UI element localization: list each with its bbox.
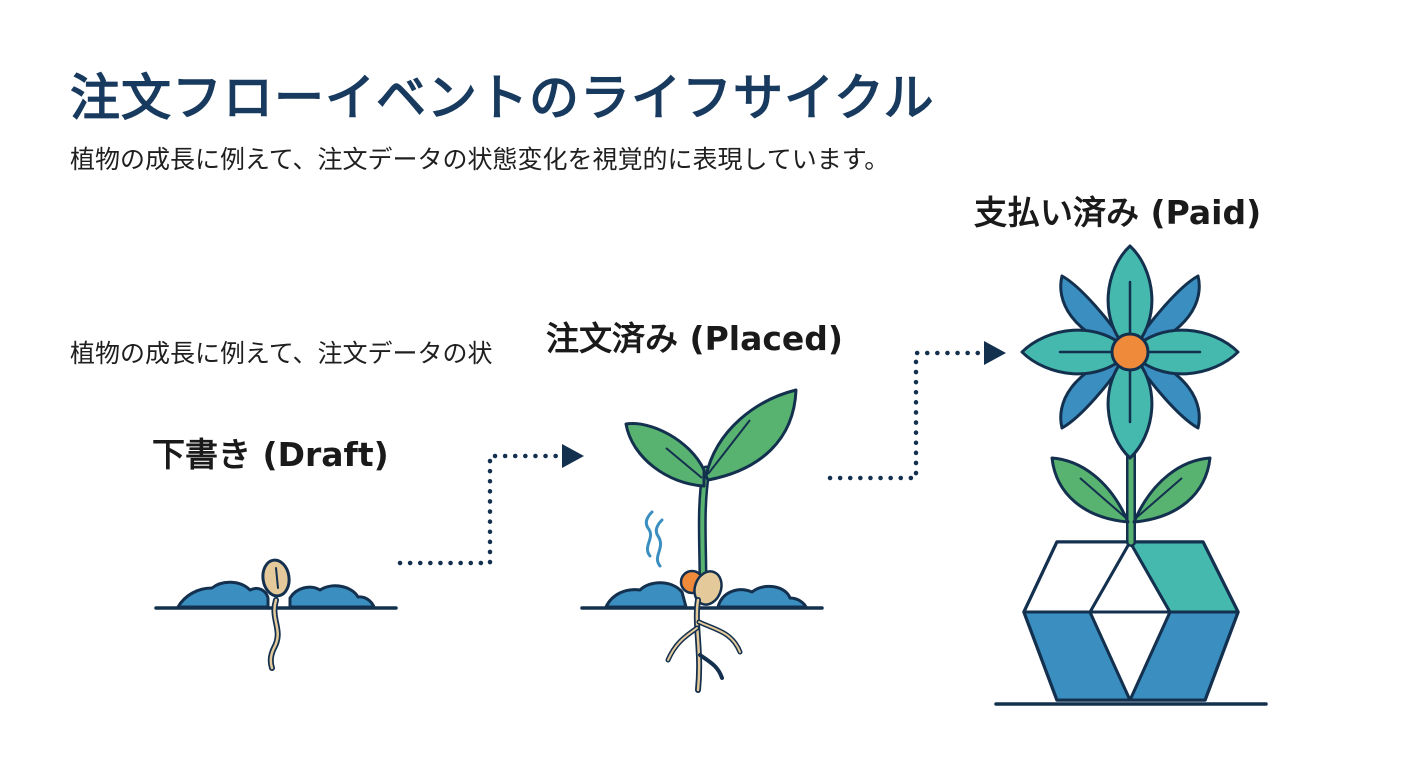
flower-in-vase-icon bbox=[994, 244, 1268, 706]
arrow-draft-to-placed bbox=[397, 444, 584, 566]
stage-label-draft: 下書き (Draft) bbox=[152, 435, 389, 474]
page-title: 注文フローイベントのライフサイクル bbox=[70, 69, 935, 127]
subtitle-duplicate: 植物の成長に例えて、注文データの状 bbox=[70, 339, 493, 368]
page-subtitle: 植物の成長に例えて、注文データの状態変化を視覚的に表現しています。 bbox=[70, 145, 890, 174]
arrow-placed-to-paid bbox=[827, 341, 1006, 481]
seed-sprout-icon bbox=[154, 558, 398, 671]
stage-label-placed: 注文済み (Placed) bbox=[546, 319, 843, 358]
stage-label-paid: 支払い済み (Paid) bbox=[974, 193, 1262, 232]
seedling-icon bbox=[580, 388, 824, 693]
